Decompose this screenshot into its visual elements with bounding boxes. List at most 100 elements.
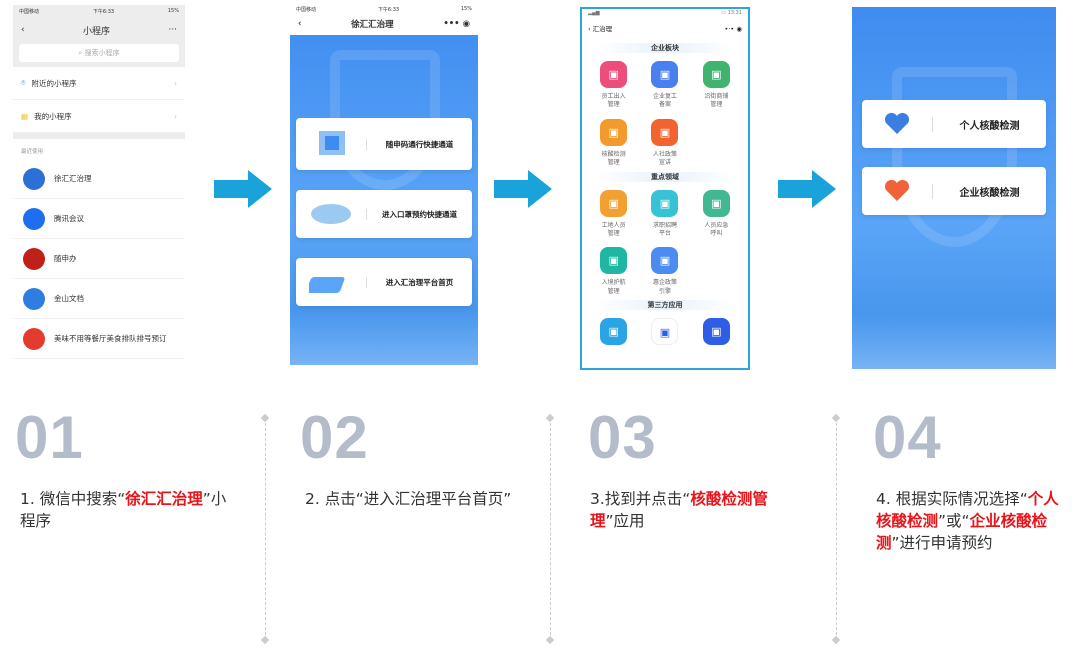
- app-tile-icon: ▣: [651, 189, 679, 217]
- app-tile-icon: ▣: [651, 118, 679, 146]
- back-icon[interactable]: ‹: [588, 25, 593, 33]
- app-tile[interactable]: ▣ 惠企政策 引擎: [639, 243, 690, 296]
- page-title: 小程序: [83, 26, 111, 37]
- search-placeholder: 搜索小程序: [84, 49, 120, 57]
- section-title: 第三方应用: [594, 300, 736, 311]
- app-tile-icon: ▣: [600, 61, 628, 88]
- heart-dna-icon: [862, 167, 932, 215]
- app-tile-label: 工地人员 管理: [601, 221, 626, 237]
- back-icon[interactable]: ‹: [298, 19, 302, 29]
- app-tile-icon: ▣: [651, 61, 679, 88]
- step-2-description: 2. 点击“进入汇治理平台首页”: [305, 488, 515, 510]
- app-tile-icon: ▣: [651, 247, 679, 275]
- app-tile-label: 人社政策 宣讲: [652, 150, 677, 167]
- chevron-right-icon: ›: [174, 78, 177, 88]
- text: 1. 微信中搜索“: [20, 490, 126, 508]
- highlight: 徐汇汇治理: [125, 490, 203, 508]
- app-tile-label: 核酸检测 管理: [601, 150, 626, 167]
- app-tile[interactable]: ▣ 人社政策 宣讲: [639, 115, 690, 168]
- app-name: 随申办: [54, 254, 77, 263]
- recent-label: 最近使用: [21, 149, 44, 155]
- arrow-right-icon: [494, 170, 552, 208]
- nearby-label: 附近的小程序: [31, 78, 77, 88]
- divider: [550, 418, 551, 640]
- search-input[interactable]: ⌕ 搜索小程序: [19, 44, 179, 62]
- platform-home-button[interactable]: 进入汇治理平台首页: [296, 258, 472, 306]
- app-tile-label: 沿街商铺 管理: [704, 93, 729, 109]
- app-tile[interactable]: ▣ 核酸检测 管理: [588, 115, 639, 168]
- app-tile[interactable]: ▣工地人员 管理: [588, 186, 639, 239]
- app-tile[interactable]: ▣: [588, 314, 639, 350]
- app-tile[interactable]: ▣ 入境护航 管理: [588, 243, 639, 296]
- app-tile-icon: ▣: [702, 318, 730, 346]
- app-tile[interactable]: ▣ 人员应急 呼叫: [691, 186, 742, 239]
- text: ”应用: [605, 512, 645, 530]
- health-code-pass-button[interactable]: 随申码通行快捷通道: [296, 118, 472, 170]
- app-tile[interactable]: ▣ 企业复工 备案: [639, 57, 690, 110]
- text: 3.找到并点击“: [590, 490, 691, 508]
- back-icon[interactable]: ‹: [21, 25, 25, 35]
- signal-icon: ▂▄▆: [588, 10, 600, 16]
- recent-app-item[interactable]: 随申办: [13, 239, 185, 279]
- step-3-description: 3.找到并点击“核酸检测管理”应用: [590, 488, 800, 532]
- section-title: 企业板块: [594, 43, 736, 53]
- step-number: 03: [588, 404, 657, 471]
- arrow-right-icon: [778, 170, 836, 208]
- app-tile-label: 求职招聘 平台: [652, 221, 677, 237]
- card-label: 进入汇治理平台首页: [366, 276, 472, 288]
- card-label: 随申码通行快捷通道: [366, 138, 472, 150]
- status-bar: ▂▄▆▭ 13:31: [582, 9, 748, 17]
- highlight: 企业核酸检测: [876, 512, 1048, 552]
- app-tile[interactable]: ▣沿街商铺 管理: [691, 57, 742, 110]
- app-tile-label: 惠企政策 引擎: [652, 279, 677, 295]
- app-tile[interactable]: ▣: [639, 314, 690, 350]
- app-tile-label: 人员应急 呼叫: [704, 221, 729, 237]
- location-icon: ⌾: [21, 78, 26, 87]
- divider: [836, 418, 837, 640]
- recent-app-item[interactable]: 腾讯会议: [13, 199, 185, 239]
- mask-reservation-button[interactable]: 进入口罩预约快捷通道: [296, 190, 472, 238]
- highlight: 核酸检测管理: [590, 490, 768, 530]
- app-tile-label: 企业复工 备案: [652, 93, 677, 109]
- app-tile-icon: ▣: [702, 189, 730, 217]
- card-label: 企业核酸检测: [932, 183, 1046, 199]
- app-tile[interactable]: ▣: [691, 314, 742, 350]
- step-number: 01: [15, 404, 84, 471]
- recent-app-item[interactable]: 美味不用等餐厅美食排队排号预订: [13, 319, 185, 359]
- app-icon: [23, 287, 45, 310]
- app-tile-label: 入境护航 管理: [601, 279, 626, 295]
- recent-app-item[interactable]: 金山文档: [13, 279, 185, 319]
- text: 2. 点击“进入汇治理平台首页”: [305, 490, 512, 508]
- app-icon: [23, 167, 45, 190]
- my-miniprograms[interactable]: ▦我的小程序›: [13, 100, 185, 133]
- carrier: 中国移动: [19, 9, 40, 15]
- app-icon: [23, 327, 45, 350]
- app-tile-label: 员工出入 管理: [601, 93, 626, 109]
- card-label: 个人核酸检测: [932, 116, 1046, 132]
- text: 4. 根据实际情况选择“: [876, 490, 1028, 508]
- text: ”或“: [938, 512, 970, 530]
- recent-app-item[interactable]: 徐汇汇治理: [13, 159, 185, 199]
- time: 下午6:33: [377, 7, 400, 13]
- app-tile[interactable]: ▣ 员工出入 管理: [588, 57, 639, 110]
- app-tile-icon: ▣: [600, 118, 628, 146]
- time: 下午6:33: [92, 9, 115, 15]
- nearby-miniprograms[interactable]: ⌾ 附近的小程序 ›: [13, 67, 185, 100]
- app-tile[interactable]: ▣ 求职招聘 平台: [639, 186, 690, 239]
- app-tile-icon: ▣: [600, 247, 628, 275]
- app-name: 徐汇汇治理: [54, 174, 92, 183]
- phone-illustration-icon: [296, 258, 366, 306]
- personal-test-button[interactable]: 个人核酸检测: [862, 100, 1046, 148]
- more-icon[interactable]: ···: [168, 25, 177, 35]
- time: 13:31: [727, 10, 742, 16]
- capsule-menu-icon[interactable]: •·• ◉: [724, 25, 742, 33]
- card-label: 进入口罩预约快捷通道: [366, 208, 472, 220]
- nucleic-test-select-screen: 个人核酸检测 企业核酸检测: [852, 7, 1056, 369]
- qr-illustration-icon: [296, 118, 366, 170]
- capsule-menu-icon[interactable]: ••• ◉: [443, 19, 470, 29]
- chevron-right-icon: ›: [174, 111, 177, 121]
- enterprise-test-button[interactable]: 企业核酸检测: [862, 167, 1046, 215]
